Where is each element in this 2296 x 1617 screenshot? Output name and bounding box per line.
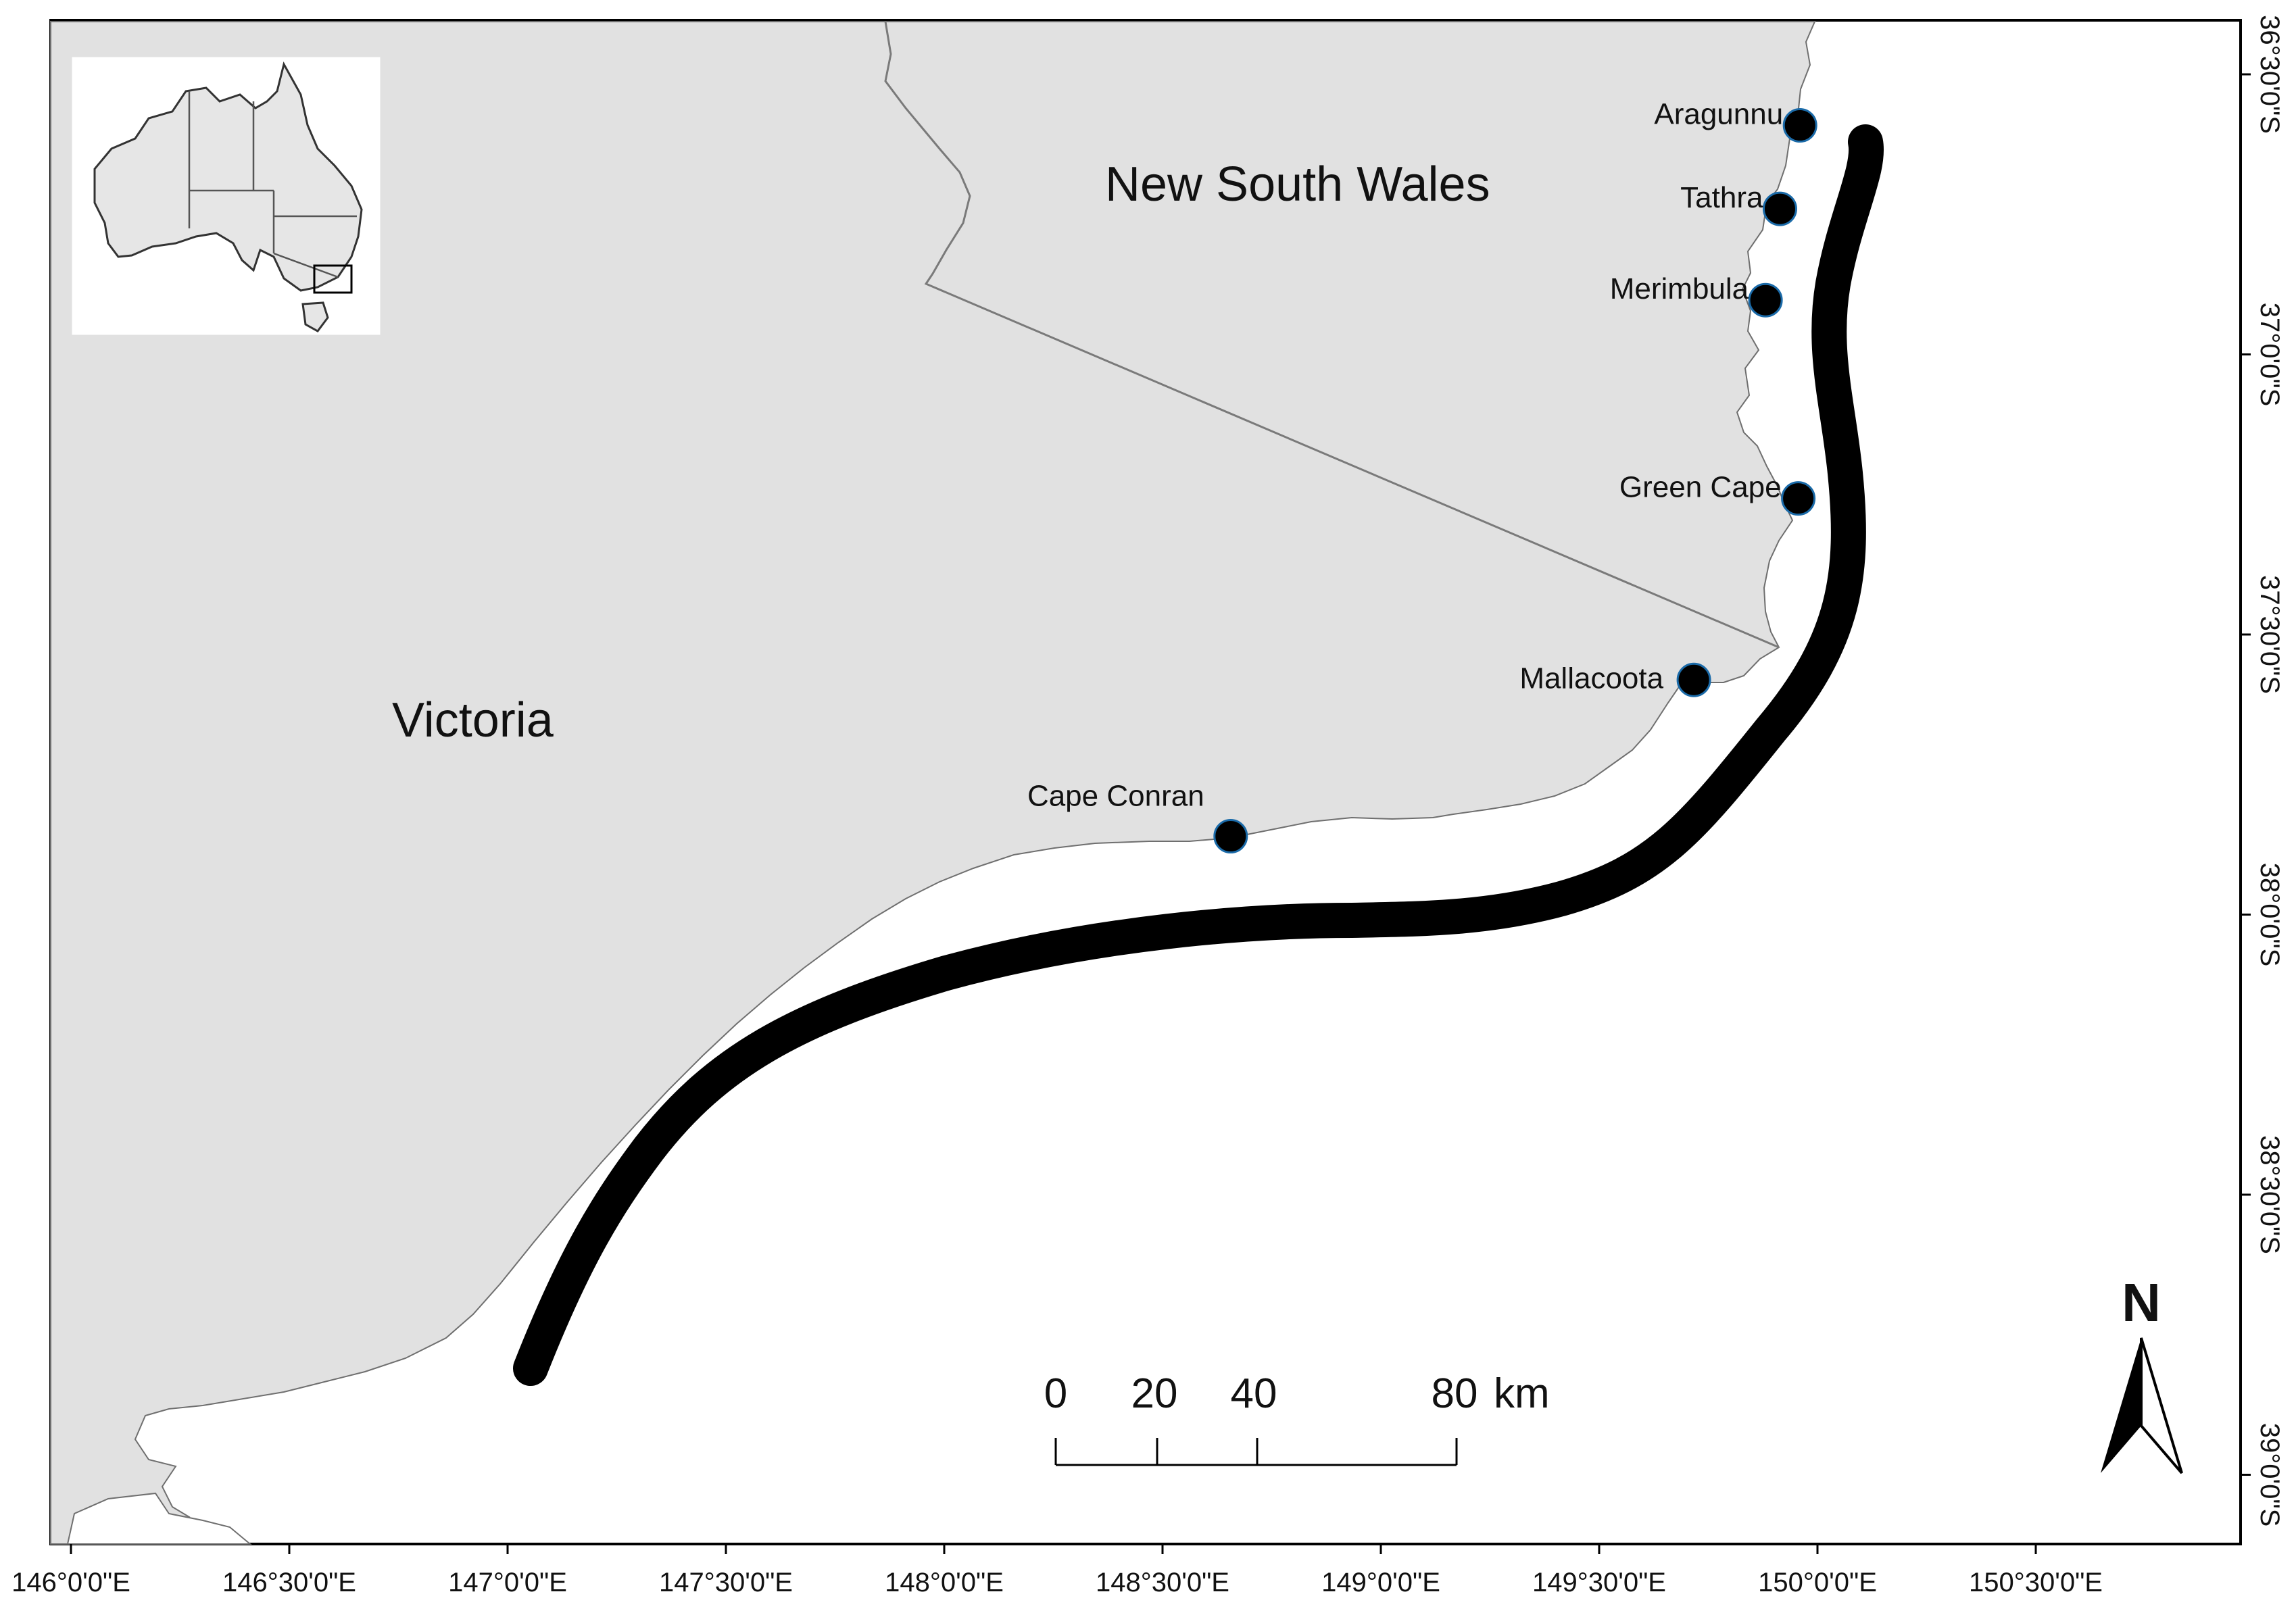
- y-tick-label-4: 38°30'0"S: [2255, 1135, 2285, 1254]
- region-label-vic: Victoria: [392, 693, 554, 747]
- north-arrow-right-half: [2140, 1337, 2183, 1474]
- north-label: N: [2122, 1272, 2161, 1333]
- scale-label-0: 0: [1044, 1370, 1067, 1417]
- x-axis: 146°0'0"E 146°30'0"E 147°0'0"E 147°30'0"E 14…: [11, 1544, 2103, 1597]
- x-tick-label-3: 147°30'0"E: [659, 1568, 793, 1597]
- site-marker-cape-conran: [1213, 819, 1248, 854]
- y-tick-label-1: 37°0'0"S: [2255, 303, 2285, 407]
- scale-label-20: 20: [1131, 1370, 1178, 1417]
- north-arrow-left-half: [2101, 1338, 2141, 1473]
- inlet: [66, 1492, 252, 1545]
- scale-label-80: 80: [1432, 1370, 1478, 1417]
- x-tick-label-0: 146°0'0"E: [11, 1568, 130, 1597]
- site-marker-mallacoota: [1676, 662, 1711, 697]
- region-label-nsw: New South Wales: [1105, 157, 1490, 212]
- site-marker-green-cape: [1781, 481, 1816, 516]
- site-marker-aragunnu: [1782, 108, 1817, 143]
- x-tick-label-6: 149°0'0"E: [1321, 1568, 1440, 1597]
- site-label-cape-conran: Cape Conran: [1027, 780, 1204, 813]
- current-band: [513, 124, 1884, 1386]
- x-tick-label-2: 147°0'0"E: [448, 1568, 567, 1597]
- y-tick-label-0: 36°30'0"S: [2255, 15, 2285, 134]
- y-axis: 36°30'0"S 37°0'0"S 37°30'0"S 38°0'0"S 38°30'…: [2241, 15, 2285, 1526]
- inset-study-area-box: [313, 264, 353, 294]
- scale-bar: 0 20 40 80 km: [1044, 1370, 1550, 1466]
- site-marker-tathra: [1762, 191, 1797, 226]
- site-marker-merimbula: [1748, 282, 1783, 318]
- x-tick-label-5: 148°30'0"E: [1096, 1568, 1229, 1597]
- north-arrow: N: [2101, 1272, 2183, 1474]
- scale-label-40: 40: [1231, 1370, 1277, 1417]
- site-label-tathra: Tathra: [1680, 181, 1763, 214]
- site-label-aragunnu: Aragunnu: [1654, 98, 1783, 131]
- y-tick-label-2: 37°30'0"S: [2255, 575, 2285, 694]
- y-tick-label-5: 39°0'0"S: [2255, 1423, 2285, 1527]
- x-tick-label-9: 150°30'0"E: [1969, 1568, 2103, 1597]
- site-label-merimbula: Merimbula: [1610, 272, 1749, 305]
- site-label-green-cape: Green Cape: [1619, 471, 1782, 504]
- inset-australia: [93, 61, 363, 292]
- inset-tasmania: [301, 301, 329, 332]
- x-tick-label-4: 148°0'0"E: [885, 1568, 1004, 1597]
- inset-map: [72, 57, 381, 335]
- scale-unit: km: [1494, 1370, 1550, 1417]
- site-label-mallacoota: Mallacoota: [1519, 662, 1663, 695]
- x-tick-label-8: 150°0'0"E: [1758, 1568, 1877, 1597]
- land-mass: [50, 21, 1816, 1545]
- x-tick-label-1: 146°30'0"E: [222, 1568, 356, 1597]
- y-tick-label-3: 38°0'0"S: [2255, 863, 2285, 967]
- x-tick-label-7: 149°30'0"E: [1532, 1568, 1666, 1597]
- inset-state-borders: [188, 91, 357, 278]
- state-border: [884, 21, 1780, 649]
